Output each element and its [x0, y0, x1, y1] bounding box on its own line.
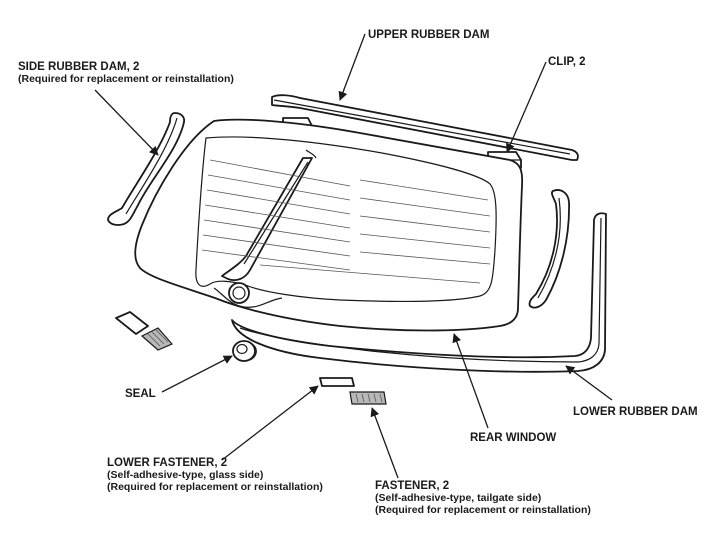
label-lower-rubber-dam: LOWER RUBBER DAM [573, 406, 698, 418]
leader-lower-rubber-dam [565, 365, 613, 401]
defrost-grid-lines [201, 159, 491, 284]
label-seal: SEAL [125, 388, 156, 400]
lower-fastener-left [115, 311, 173, 351]
leader-lines [94, 33, 613, 479]
lower-rubber-dam [231, 212, 607, 373]
leader-side-rubber-dam [94, 89, 159, 156]
label-fastener: FASTENER, 2 [375, 480, 449, 492]
side-rubber-dam-left [107, 112, 186, 226]
fastener [349, 391, 387, 405]
leader-seal [161, 355, 233, 393]
label-side-rubber-dam-note: (Required for replacement or reinstallat… [18, 73, 234, 85]
lower-fastener [319, 377, 355, 387]
label-lower-fastener: LOWER FASTENER, 2 [107, 457, 227, 469]
leader-fastener [370, 407, 399, 479]
leader-clip [506, 61, 547, 153]
label-rear-window: REAR WINDOW [470, 432, 556, 444]
label-side-rubber-dam: SIDE RUBBER DAM, 2 [18, 61, 139, 73]
rear-window-glass [134, 118, 524, 332]
label-clip: CLIP, 2 [548, 56, 586, 68]
seal [232, 340, 257, 362]
upper-rubber-dam [271, 94, 579, 161]
leader-lower-fastener [221, 385, 319, 461]
label-fastener-note1: (Self-adhesive-type, tailgate side) [375, 492, 541, 504]
label-lower-fastener-note2: (Required for replacement or reinstallat… [107, 481, 323, 493]
leader-rear-window [452, 333, 489, 429]
label-upper-rubber-dam: UPPER RUBBER DAM [368, 29, 489, 41]
label-fastener-note2: (Required for replacement or reinstallat… [375, 504, 591, 516]
side-rubber-dam-right [528, 189, 570, 309]
label-lower-fastener-note1: (Self-adhesive-type, glass side) [107, 469, 263, 481]
leader-upper-rubber-dam [338, 33, 366, 101]
